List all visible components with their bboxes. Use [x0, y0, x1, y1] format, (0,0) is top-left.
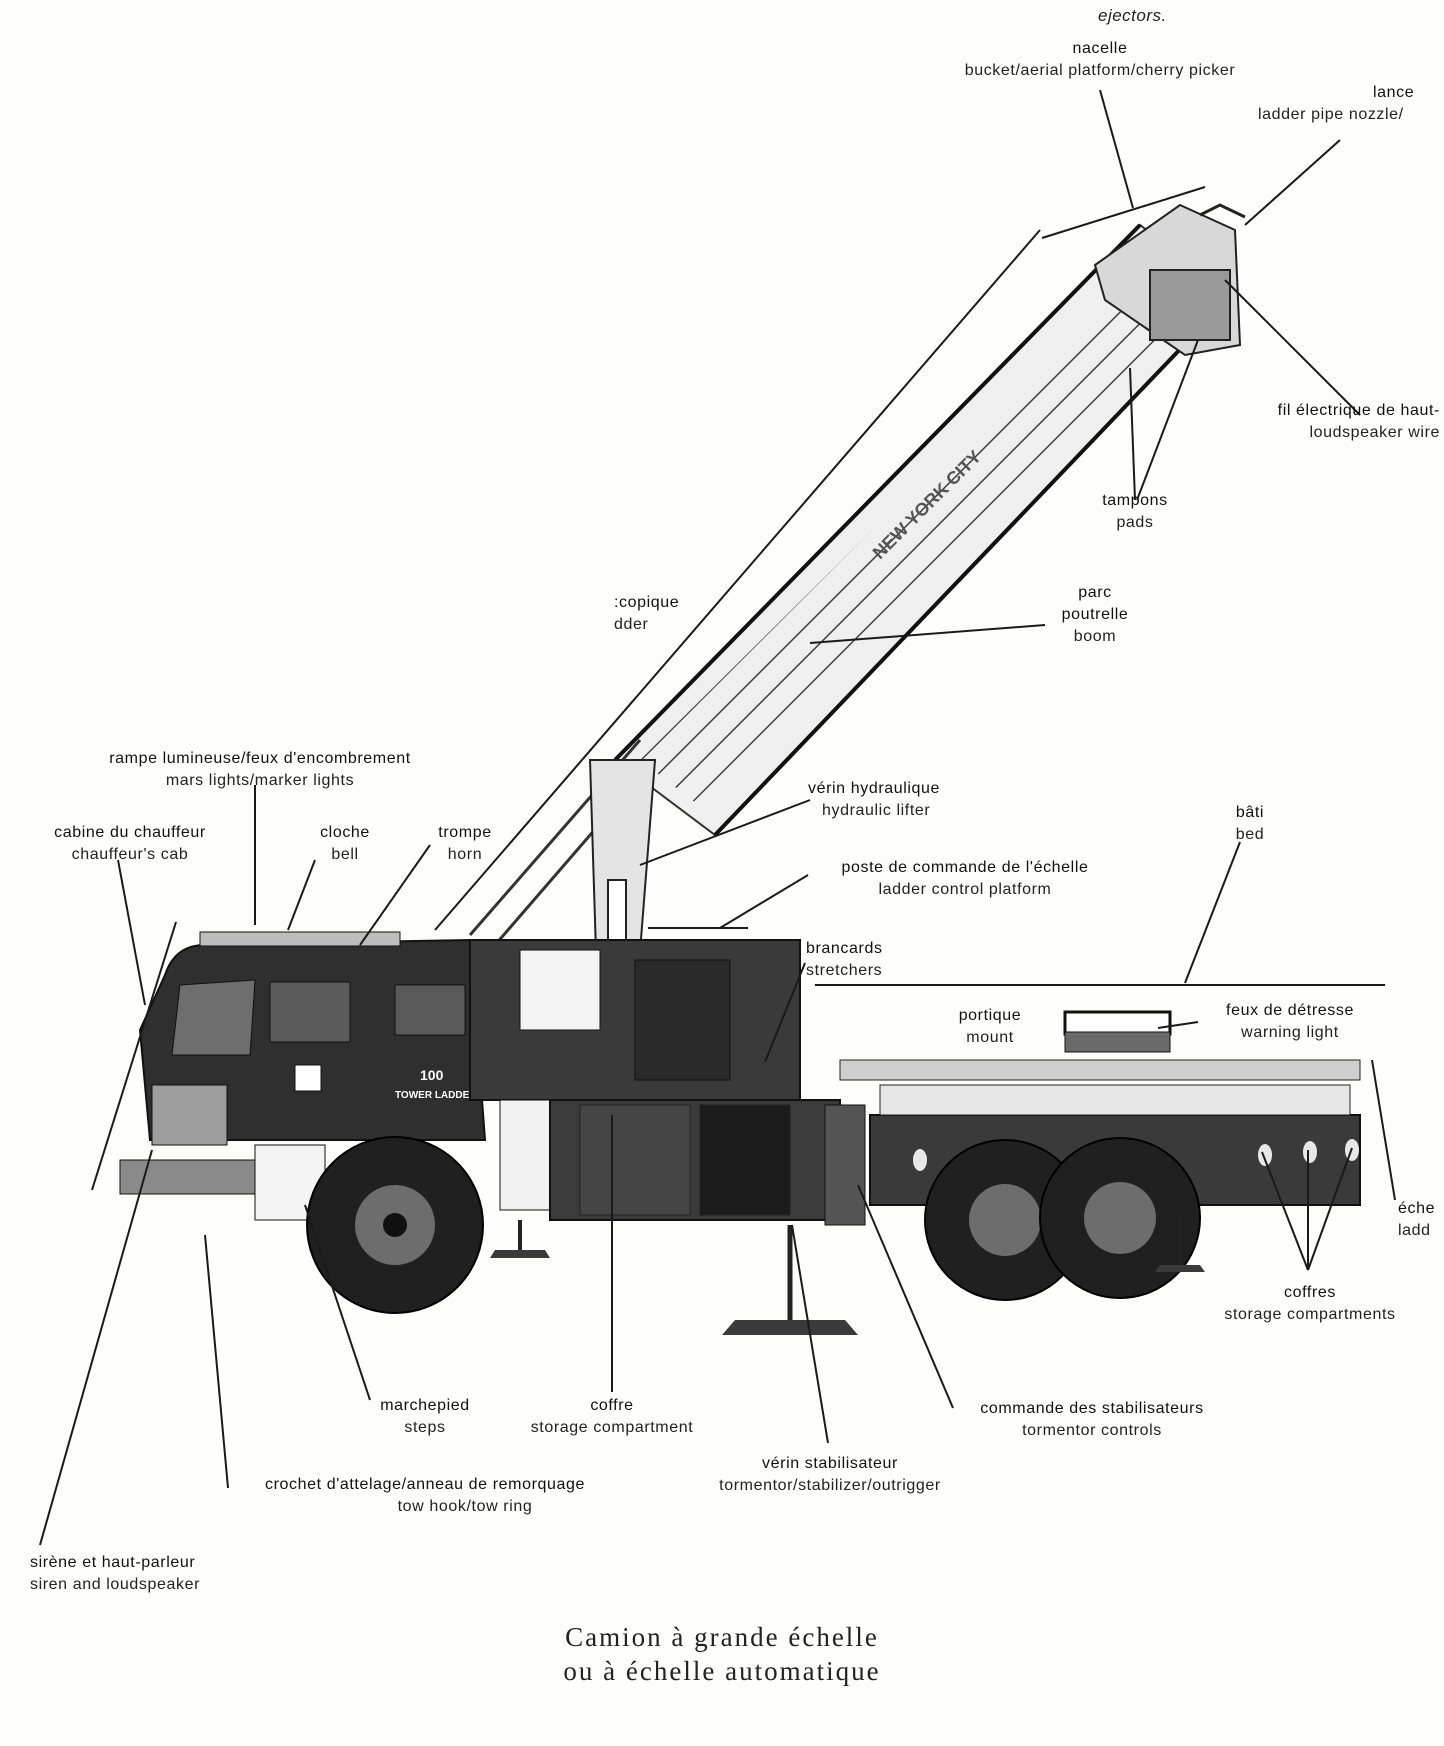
truck-cab: 100 TOWER LADDER: [119, 931, 487, 1221]
cab-unit-name: TOWER LADDER: [395, 1090, 477, 1101]
outriggers: [490, 1215, 1205, 1335]
caption-line-2: ou à échelle automatique: [563, 1656, 881, 1686]
truck-wheels: [306, 1136, 1201, 1314]
caption-line-1: Camion à grande échelle: [565, 1622, 879, 1652]
figure-caption: Camion à grande échelle ou à échelle aut…: [0, 1620, 1444, 1688]
aerial-bucket: [1093, 203, 1246, 357]
turntable-body: [469, 939, 801, 1211]
leader-lines: [39, 89, 1396, 1546]
label-loudspeaker-wire: fil électrique de haut-loudspeaker wire: [1277, 402, 1440, 441]
cab-unit-number: 100: [420, 1067, 444, 1083]
aerial-ladder: NEW YORK CITY: [468, 223, 1234, 946]
top-fragment-text: ejectors.: [1098, 6, 1167, 25]
